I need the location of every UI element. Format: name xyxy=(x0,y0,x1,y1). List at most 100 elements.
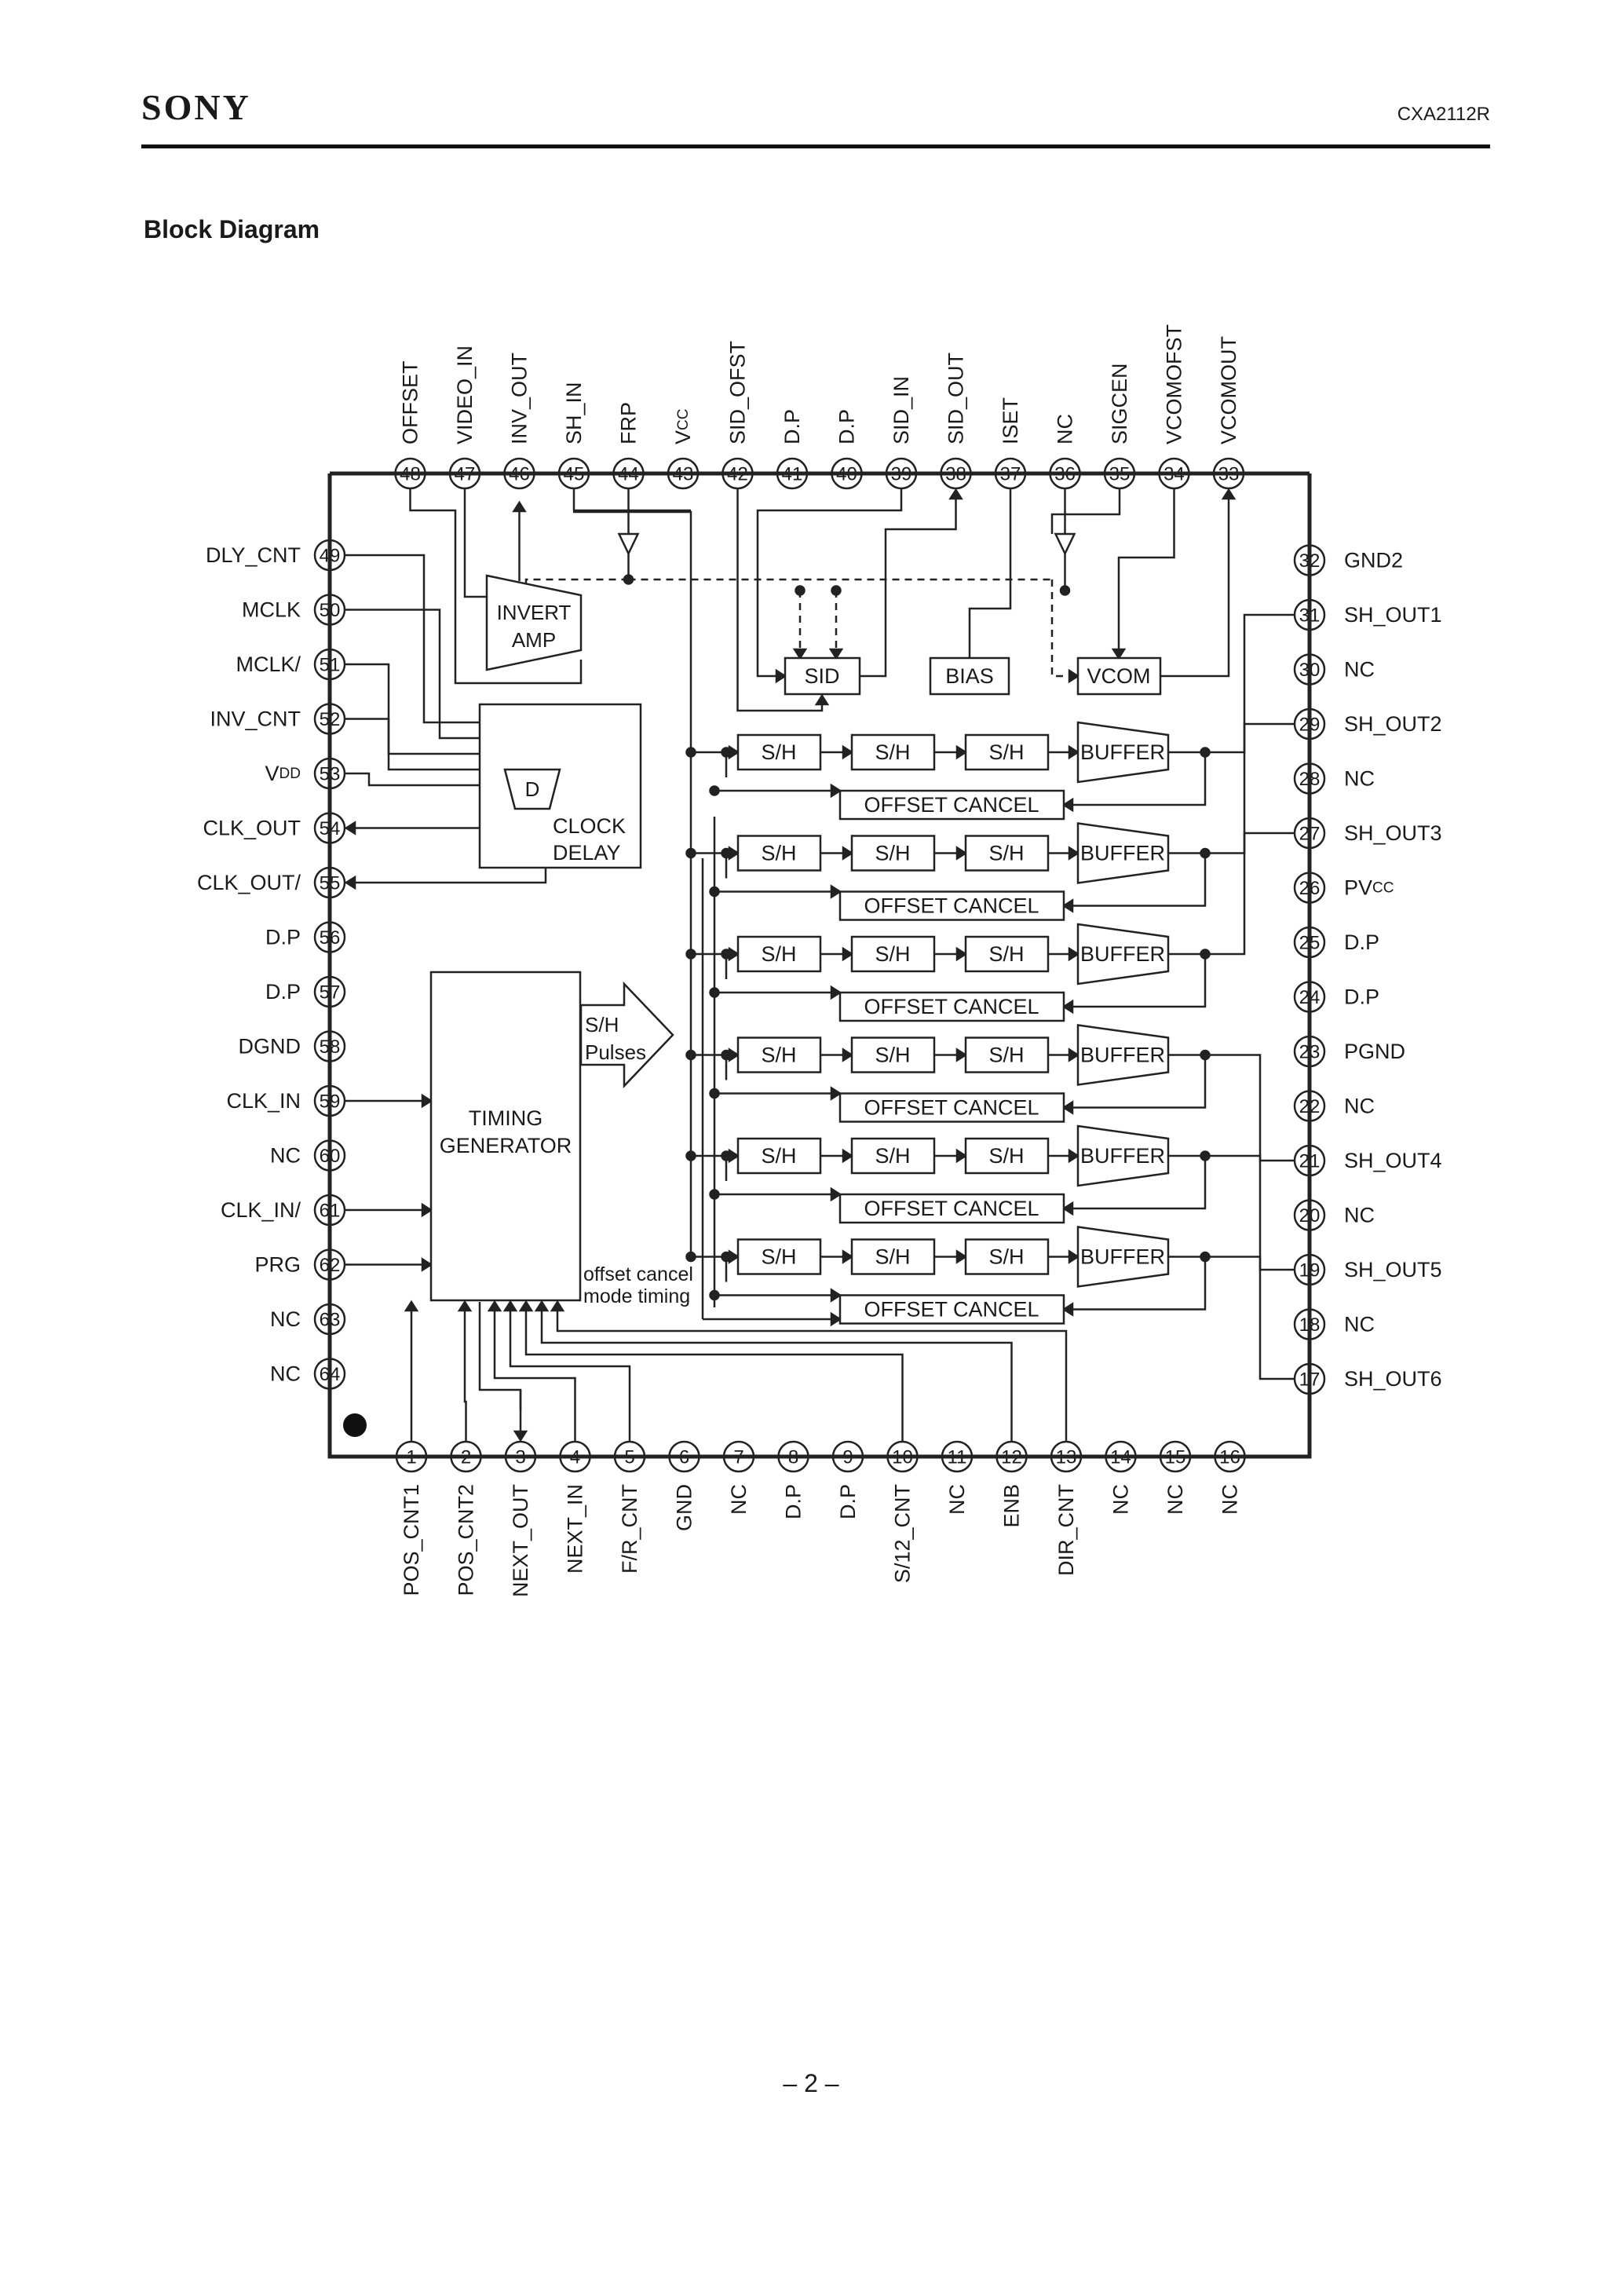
sample-hold-block xyxy=(850,733,936,771)
pin-label: POS_CNT1 xyxy=(400,1484,423,1596)
wire xyxy=(463,1302,467,1442)
pin-label: SH_OUT4 xyxy=(1344,1149,1442,1172)
sample-hold-block xyxy=(964,1036,1050,1073)
offset-cancel-block xyxy=(838,789,1065,821)
wire xyxy=(524,1302,904,1442)
pin-label: VDD xyxy=(265,762,301,785)
pin-label: D.P xyxy=(1344,985,1379,1009)
timing-generator-label: TIMING xyxy=(469,1106,543,1130)
delay-d-shape xyxy=(503,768,561,810)
pin-label: NEXT_OUT xyxy=(509,1484,532,1597)
wire xyxy=(1064,853,1207,907)
clock-delay-label: DELAY xyxy=(553,841,621,865)
offset-cancel-label: OFFSET CANCEL xyxy=(864,1096,1039,1120)
wire xyxy=(1205,832,1295,956)
sample-hold-label: S/H xyxy=(875,1144,910,1168)
arrow-head xyxy=(830,1311,842,1327)
arrow-head xyxy=(955,1249,968,1264)
invert-amp-label: INVERT xyxy=(497,601,572,624)
wire xyxy=(1205,1054,1295,1162)
wire xyxy=(1160,490,1230,678)
wire xyxy=(345,772,480,787)
sample-hold-block xyxy=(850,1137,936,1175)
pin-label: ENB xyxy=(1000,1484,1024,1528)
pin-label: D.P xyxy=(836,1484,860,1519)
sample-hold-block xyxy=(964,935,1050,973)
sample-hold-label: S/H xyxy=(988,1144,1024,1168)
sample-hold-label: S/H xyxy=(761,740,796,764)
buffer-label: BUFFER xyxy=(1080,1245,1165,1269)
vcom-block xyxy=(1076,656,1162,696)
arrow-head xyxy=(955,744,968,760)
arrow-head xyxy=(518,1300,534,1312)
pin1-index-dot xyxy=(343,1413,367,1437)
arrow-head xyxy=(404,1300,419,1312)
arrow-head xyxy=(1061,797,1074,813)
buffer-label: BUFFER xyxy=(1080,842,1165,865)
arrow-head xyxy=(1068,744,1080,760)
pin-label: SID_IN xyxy=(890,376,913,444)
pin-label: VCOMOUT xyxy=(1217,336,1240,444)
sample-hold-label: S/H xyxy=(988,1245,1024,1269)
pin-label: D.P xyxy=(780,409,804,444)
arrow-head xyxy=(457,1300,473,1312)
sample-hold-label: S/H xyxy=(988,842,1024,865)
arrow-head xyxy=(830,783,842,799)
pin-label: NC xyxy=(1344,1095,1375,1118)
pin-label: DGND xyxy=(239,1035,301,1058)
frp-buffer-triangle xyxy=(617,532,640,556)
wire xyxy=(968,488,1012,658)
pin-label: PVCC xyxy=(1344,876,1394,900)
arrow-head xyxy=(1111,648,1127,660)
offset-cancel-label: OFFSET CANCEL xyxy=(864,995,1039,1018)
pin-label: NC xyxy=(270,1362,301,1386)
pin-label: NC xyxy=(1344,767,1375,791)
sample-hold-label: S/H xyxy=(988,740,1024,764)
sample-hold-label: S/H xyxy=(875,740,910,764)
pin-label: SH_OUT3 xyxy=(1344,821,1442,845)
pin-label: FRP xyxy=(617,402,641,444)
arrow-head xyxy=(814,693,830,706)
arrow-head xyxy=(955,946,968,962)
bias-block xyxy=(929,656,1010,696)
offset-cancel-block xyxy=(838,991,1065,1022)
pin-label: SID_OFST xyxy=(726,341,750,444)
wire xyxy=(493,1302,576,1442)
arrow-head xyxy=(1061,1100,1074,1115)
wire xyxy=(345,554,480,724)
sample-hold-block xyxy=(736,1137,822,1175)
junction-dot xyxy=(1059,585,1071,596)
arrow-head xyxy=(842,846,854,861)
page-number: – 2 – xyxy=(783,2069,839,2097)
pin-label: CLK_IN xyxy=(226,1089,301,1113)
arrow-head xyxy=(534,1300,550,1312)
arrow-head xyxy=(830,1186,842,1202)
pin-label: SH_OUT2 xyxy=(1344,712,1442,736)
junction-dot xyxy=(709,785,720,796)
arrow-head xyxy=(344,821,356,835)
buffer-label: BUFFER xyxy=(1080,1044,1165,1067)
sample-hold-block xyxy=(850,935,936,973)
wire xyxy=(756,488,903,678)
arrow-head xyxy=(512,500,527,513)
wire xyxy=(1064,1256,1207,1311)
wire xyxy=(860,490,957,678)
pin-label: NC xyxy=(1344,658,1375,682)
pin-label: VCC xyxy=(671,409,695,444)
pin-label: D.P xyxy=(782,1484,806,1519)
buffer-label: BUFFER xyxy=(1080,1144,1165,1168)
arrow-head xyxy=(502,1300,518,1312)
sample-hold-label: S/H xyxy=(761,842,796,865)
offset-cancel-label: OFFSET CANCEL xyxy=(864,1298,1039,1322)
wire xyxy=(1064,1156,1207,1210)
offset-cancel-label: OFFSET CANCEL xyxy=(864,1197,1039,1220)
pin-label: SH_OUT5 xyxy=(1344,1258,1442,1281)
arrow-head xyxy=(1061,1302,1074,1317)
offset-cancel-block xyxy=(838,1294,1065,1325)
sample-hold-label: S/H xyxy=(875,1044,910,1067)
arrow-head xyxy=(487,1300,502,1312)
sample-hold-label: S/H xyxy=(875,942,910,966)
pin-label: NC xyxy=(270,1307,301,1331)
arrow-head xyxy=(1061,999,1074,1015)
